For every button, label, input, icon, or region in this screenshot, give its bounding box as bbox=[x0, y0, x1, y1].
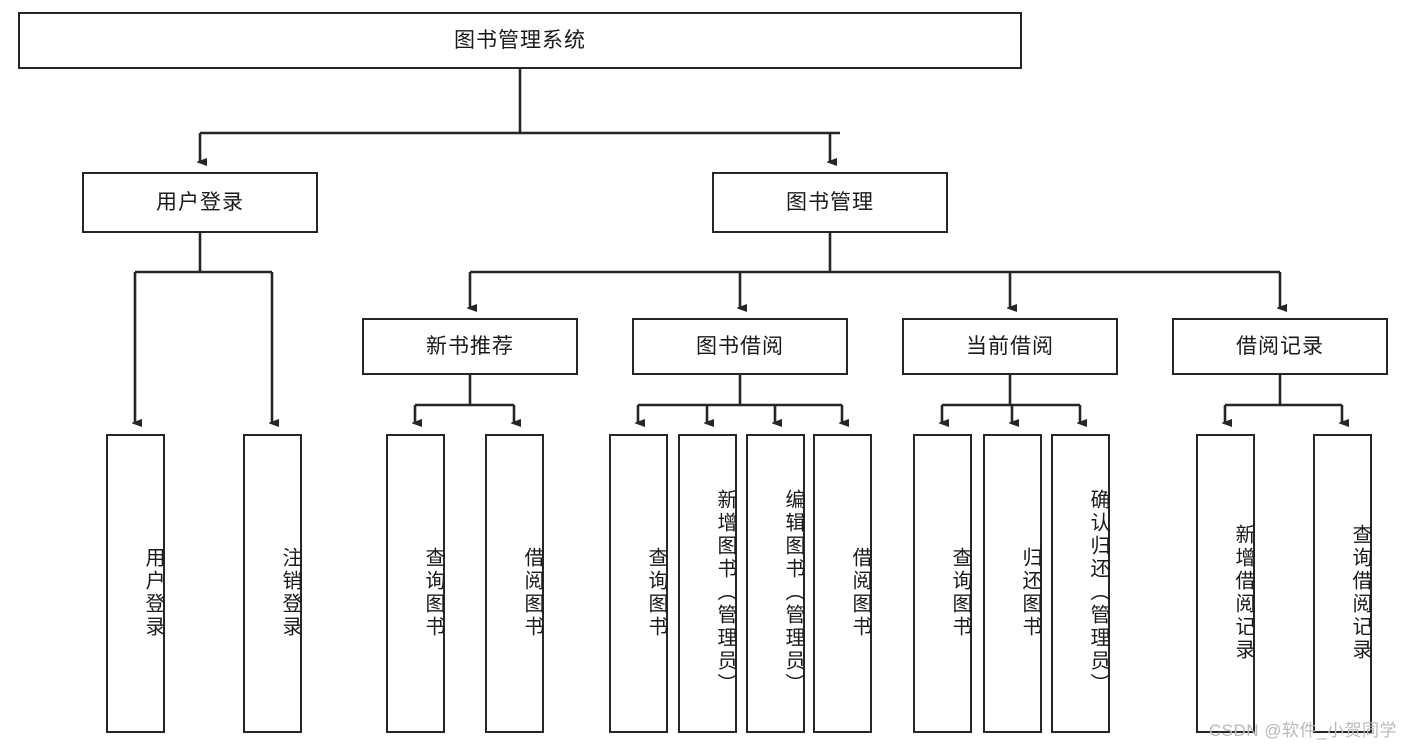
leaf-borrow-query-book[interactable]: 查询图书 bbox=[609, 434, 668, 733]
leaf-user-login-logout[interactable]: 注销登录 bbox=[243, 434, 302, 733]
node-current-borrow[interactable]: 当前借阅 bbox=[902, 318, 1118, 375]
leaf-current-return-book[interactable]: 归还图书 bbox=[983, 434, 1042, 733]
node-label: 新增借阅记录 bbox=[1232, 523, 1254, 662]
leaf-record-query-record[interactable]: 查询借阅记录 bbox=[1313, 434, 1372, 733]
leaf-recommend-borrow-book[interactable]: 借阅图书 bbox=[485, 434, 544, 733]
leaf-borrow-edit-book-admin[interactable]: 编辑图书（管理员） bbox=[746, 434, 805, 733]
node-user-login[interactable]: 用户登录 bbox=[82, 172, 318, 233]
node-label: 用户登录 bbox=[156, 190, 244, 214]
node-label: 新书推荐 bbox=[426, 334, 514, 358]
node-label: 当前借阅 bbox=[966, 334, 1054, 358]
node-label: 查询借阅记录 bbox=[1349, 523, 1371, 662]
watermark-csdn: CSDN @软件_小贺同学 bbox=[1208, 721, 1397, 740]
node-label: 图书管理 bbox=[786, 190, 874, 214]
node-label: 用户登录 bbox=[142, 546, 164, 639]
node-label: 查询图书 bbox=[645, 546, 667, 639]
node-new-book-recommend[interactable]: 新书推荐 bbox=[362, 318, 578, 375]
node-book-borrow[interactable]: 图书借阅 bbox=[632, 318, 848, 375]
node-root-book-management-system[interactable]: 图书管理系统 bbox=[18, 12, 1022, 69]
leaf-borrow-add-book-admin[interactable]: 新增图书（管理员） bbox=[678, 434, 737, 733]
leaf-recommend-query-book[interactable]: 查询图书 bbox=[386, 434, 445, 733]
node-borrow-record[interactable]: 借阅记录 bbox=[1172, 318, 1388, 375]
node-label: 借阅记录 bbox=[1236, 334, 1324, 358]
leaf-current-confirm-return-admin[interactable]: 确认归还（管理员） bbox=[1051, 434, 1110, 733]
leaf-record-add-record[interactable]: 新增借阅记录 bbox=[1196, 434, 1255, 733]
node-label: 查询图书 bbox=[422, 546, 444, 639]
node-label: 借阅图书 bbox=[849, 546, 871, 639]
node-label: 确认归还（管理员） bbox=[1087, 489, 1109, 696]
node-label: 注销登录 bbox=[279, 546, 301, 639]
leaf-borrow-borrow-book[interactable]: 借阅图书 bbox=[813, 434, 872, 733]
leaf-user-login-login[interactable]: 用户登录 bbox=[106, 434, 165, 733]
node-label: 借阅图书 bbox=[521, 546, 543, 639]
node-label: 编辑图书（管理员） bbox=[782, 489, 804, 696]
node-label: 归还图书 bbox=[1019, 546, 1041, 639]
leaf-current-query-book[interactable]: 查询图书 bbox=[913, 434, 972, 733]
node-label: 图书管理系统 bbox=[454, 28, 586, 52]
node-label: 图书借阅 bbox=[696, 334, 784, 358]
node-label: 新增图书（管理员） bbox=[714, 489, 736, 696]
node-label: 查询图书 bbox=[949, 546, 971, 639]
node-book-management[interactable]: 图书管理 bbox=[712, 172, 948, 233]
